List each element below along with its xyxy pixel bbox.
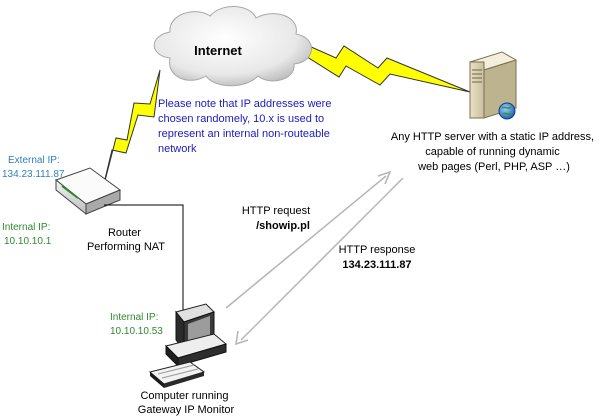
server-caption-line: capable of running dynamic <box>425 146 560 158</box>
cloud-label: Internet <box>194 43 242 58</box>
router-icon <box>54 167 122 216</box>
router-caption: Router Performing NAT <box>87 227 165 253</box>
router-caption-line: Router <box>108 227 141 239</box>
note-line: represent an internal non-routeable <box>158 128 330 140</box>
router-caption-line: Performing NAT <box>87 241 165 253</box>
router-external-ip: 134.23.111.87 <box>2 169 65 180</box>
computer-internal-label: Internal IP: <box>110 312 158 323</box>
note-line: network <box>158 143 197 155</box>
router-internal-ip: 10.10.10.1 <box>4 236 52 247</box>
http-request-label: HTTP request <box>242 205 310 217</box>
computer-icon <box>148 303 228 388</box>
server-caption-line: Any HTTP server with a static IP address… <box>391 131 594 143</box>
http-request-value: /showip.pl <box>256 220 310 232</box>
http-request-arrow <box>225 170 392 309</box>
ip-note: Please note that IP addresses were chose… <box>158 98 335 155</box>
server-icon <box>468 51 518 120</box>
lightning-bolt-right <box>299 41 471 93</box>
server-caption-line: web pages (Perl, PHP, ASP …) <box>417 161 570 173</box>
note-line: Please note that IP addresses were <box>158 98 331 110</box>
router-internal-label: Internal IP: <box>2 222 50 233</box>
router-external-label: External IP: <box>8 155 60 166</box>
computer-caption-line: Gateway IP Monitor <box>138 404 235 416</box>
internet-cloud <box>153 6 312 87</box>
router-computer-cable <box>104 204 184 315</box>
http-response-arrow <box>235 177 404 346</box>
globe-icon <box>498 102 516 120</box>
server-caption: Any HTTP server with a static IP address… <box>391 131 597 173</box>
http-response-label: HTTP response <box>339 244 416 256</box>
http-response-value: 134.23.111.87 <box>342 259 411 271</box>
computer-internal-ip: 10.10.10.53 <box>110 326 163 337</box>
computer-caption: Computer running Gateway IP Monitor <box>138 390 235 416</box>
computer-caption-line: Computer running <box>140 390 228 402</box>
note-line: chosen randomely, 10.x is used to <box>158 113 324 125</box>
